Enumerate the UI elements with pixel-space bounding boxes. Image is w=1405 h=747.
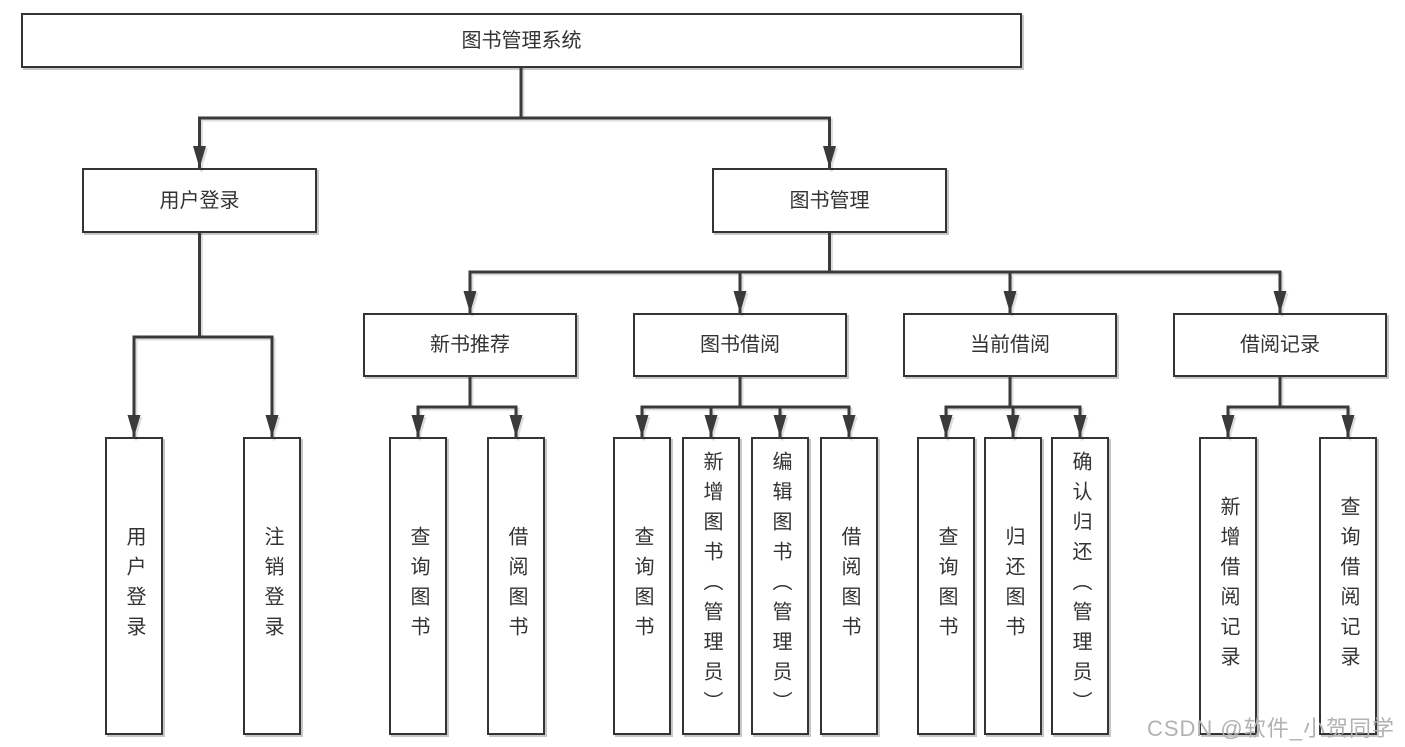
node-leaf-query-borrow-record: 查询借阅记录 <box>1319 437 1377 735</box>
node-borrowing-records: 借阅记录 <box>1173 313 1387 377</box>
node-leaf-add-books-admin-label: 新增图书（管理员） <box>700 451 722 721</box>
node-leaf-add-books-admin: 新增图书（管理员） <box>682 437 740 735</box>
node-leaf-borrow-books-2: 借阅图书 <box>820 437 878 735</box>
node-user-login: 用户登录 <box>82 168 317 233</box>
node-borrowing-records-label: 借阅记录 <box>1240 334 1320 356</box>
node-library-management-system-label: 图书管理系统 <box>461 29 582 52</box>
node-leaf-add-borrow-record-label: 新增借阅记录 <box>1217 496 1239 676</box>
node-current-borrowing: 当前借阅 <box>903 313 1117 377</box>
arrowhead-down-icon <box>1341 415 1355 437</box>
node-leaf-add-borrow-record: 新增借阅记录 <box>1199 437 1257 735</box>
arrowhead-down-icon <box>463 291 477 313</box>
node-leaf-edit-books-admin-label: 编辑图书（管理员） <box>769 451 791 721</box>
arrowhead-down-icon <box>842 415 856 437</box>
arrowhead-down-icon <box>1221 415 1235 437</box>
node-current-borrowing-label: 当前借阅 <box>970 334 1050 356</box>
arrowhead-down-icon <box>1006 415 1020 437</box>
arrowhead-down-icon <box>265 415 279 437</box>
node-leaf-confirm-return-admin-label: 确认归还（管理员） <box>1069 451 1091 721</box>
node-leaf-query-books-1: 查询图书 <box>389 437 447 735</box>
arrowhead-down-icon <box>411 415 425 437</box>
node-leaf-borrow-books-2-label: 借阅图书 <box>838 526 860 646</box>
node-book-borrowing-label: 图书借阅 <box>700 334 780 356</box>
arrowhead-down-icon <box>1003 291 1017 313</box>
node-leaf-logout: 注销登录 <box>243 437 301 735</box>
node-new-book-recommendation-label: 新书推荐 <box>430 334 510 356</box>
node-book-borrowing: 图书借阅 <box>633 313 847 377</box>
arrowhead-down-icon <box>773 415 787 437</box>
node-leaf-query-books-1-label: 查询图书 <box>407 526 429 646</box>
arrowhead-down-icon <box>193 146 206 168</box>
node-leaf-user-login: 用户登录 <box>105 437 163 735</box>
node-book-management-label: 图书管理 <box>789 189 870 212</box>
arrowhead-down-icon <box>1073 415 1087 437</box>
arrowhead-down-icon <box>939 415 953 437</box>
arrowhead-down-icon <box>635 415 649 437</box>
node-leaf-query-books-3: 查询图书 <box>917 437 975 735</box>
node-user-login-label: 用户登录 <box>159 189 240 212</box>
node-leaf-query-borrow-record-label: 查询借阅记录 <box>1337 496 1359 676</box>
node-leaf-borrow-books-1: 借阅图书 <box>487 437 545 735</box>
node-leaf-return-books: 归还图书 <box>984 437 1042 735</box>
node-leaf-return-books-label: 归还图书 <box>1002 526 1024 646</box>
node-leaf-query-books-3-label: 查询图书 <box>935 526 957 646</box>
node-leaf-borrow-books-1-label: 借阅图书 <box>505 526 527 646</box>
node-leaf-edit-books-admin: 编辑图书（管理员） <box>751 437 809 735</box>
arrowhead-down-icon <box>1273 291 1287 313</box>
node-leaf-logout-label: 注销登录 <box>261 526 283 646</box>
arrowhead-down-icon <box>509 415 523 437</box>
node-leaf-query-books-2-label: 查询图书 <box>631 526 653 646</box>
node-new-book-recommendation: 新书推荐 <box>363 313 577 377</box>
node-library-management-system: 图书管理系统 <box>21 13 1022 68</box>
arrowhead-down-icon <box>127 415 141 437</box>
node-book-management: 图书管理 <box>712 168 947 233</box>
arrowhead-down-icon <box>733 291 747 313</box>
arrowhead-down-icon <box>823 146 836 168</box>
node-leaf-user-login-label: 用户登录 <box>123 526 145 646</box>
arrowhead-down-icon <box>704 415 718 437</box>
node-leaf-confirm-return-admin: 确认归还（管理员） <box>1051 437 1109 735</box>
node-leaf-query-books-2: 查询图书 <box>613 437 671 735</box>
